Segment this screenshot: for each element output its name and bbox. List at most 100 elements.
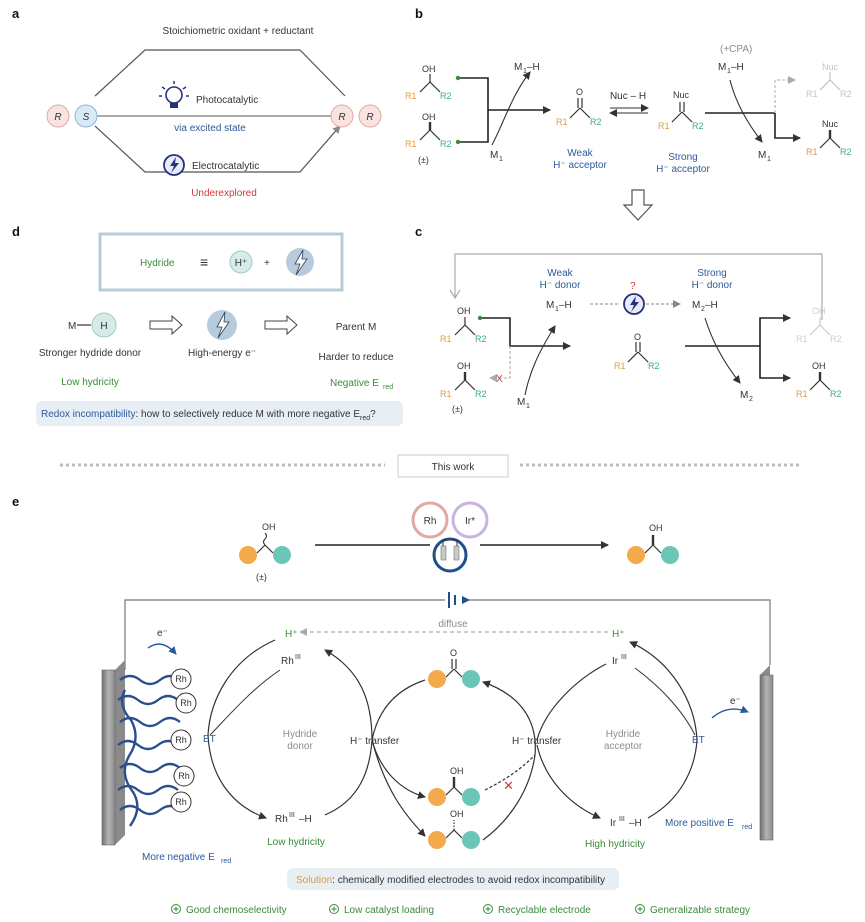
ir3-sup: III xyxy=(621,654,627,661)
enantiomer-s-start xyxy=(74,104,98,128)
ir-accept-lower xyxy=(536,744,601,819)
dot-marker xyxy=(477,315,483,321)
electrocatalytic-path xyxy=(94,125,341,173)
m1-curve-arrow xyxy=(524,325,556,396)
negative-e-label: Negative E xyxy=(330,378,379,389)
enantiomer-r-end-1-label: R xyxy=(338,112,345,123)
r2-label: R2 xyxy=(830,389,842,399)
ir3h-sup: III xyxy=(619,816,625,823)
low-hydricity-label: Low hydricity xyxy=(267,837,325,848)
oh-label: OH xyxy=(422,112,436,122)
ir-oxidation-lower xyxy=(647,739,698,819)
alcohol-top-c: OH R1 R2 xyxy=(440,306,487,344)
enantioenriched-product: OH xyxy=(627,523,679,564)
nuc-h-label: Nuc – H xyxy=(610,91,646,102)
battery-icon xyxy=(448,592,470,608)
catalyst-cycle-rh: Rh xyxy=(411,501,449,539)
orange-substituent xyxy=(627,546,645,564)
m2h-tail: –H xyxy=(705,300,718,311)
h-label: H xyxy=(100,321,107,332)
ir-accept-upper xyxy=(536,663,607,741)
rh3h-label: Rh xyxy=(275,814,288,825)
reduction-to-upper-alcohol xyxy=(371,739,426,799)
electron-right-label: e⁻ xyxy=(730,696,741,707)
blocked-x-mark: X xyxy=(496,374,503,385)
feature-item: Generalizable strategy xyxy=(635,904,750,916)
o-label: O xyxy=(450,648,457,658)
redox-incompatibility-text: Redox incompatibility: how to selectivel… xyxy=(41,409,376,422)
panel-label-c: c xyxy=(415,224,422,239)
r2-label: R2 xyxy=(440,139,452,149)
path-down-arrow xyxy=(759,346,791,382)
center-alcohol-upper: OH xyxy=(428,766,480,806)
hplus-label: H⁺ xyxy=(235,258,248,269)
m1-sub: 1 xyxy=(526,403,530,410)
hydride-acceptor-label-1: Hydride xyxy=(606,729,641,740)
oh-label: OH xyxy=(457,306,471,316)
redox-rest: : how to selectively reduce M with more … xyxy=(136,409,361,420)
redox-key: Redox incompatibility xyxy=(41,409,136,420)
racemic-label: (±) xyxy=(256,572,267,582)
panel-label-d: d xyxy=(12,224,20,239)
electron-bolt-icon xyxy=(286,248,314,276)
feature-item: Low catalyst loading xyxy=(329,904,434,916)
right-electrode xyxy=(759,665,774,841)
recycle-arrowhead xyxy=(449,289,461,300)
electron-flow-left-arrow xyxy=(147,643,177,655)
product-alcohol: OH R1 R2 xyxy=(796,361,842,399)
hydride-acceptor-label-2: acceptor xyxy=(604,741,643,752)
o-label: O xyxy=(634,332,641,342)
hydride-h-icon xyxy=(91,312,117,338)
center-alcohol-lower: OH xyxy=(428,809,480,849)
weak-label: Weak xyxy=(567,148,593,159)
feature-item: Recyclable electrode xyxy=(483,904,591,916)
cpa-label: (+CPA) xyxy=(720,44,752,55)
polymer-chains xyxy=(117,674,181,827)
left-electrode xyxy=(101,660,125,846)
recycle-line xyxy=(454,253,823,320)
hydride-donor-label-2: donor xyxy=(287,741,313,752)
m2h-sub: 2 xyxy=(701,306,705,313)
alcohol-bottom-c: OH R1 R2 (±) xyxy=(440,361,487,414)
lightbulb-icon xyxy=(159,81,189,108)
path-up-arrow xyxy=(759,314,791,346)
rh-cycle-upper-left xyxy=(207,639,276,736)
strong-donor-label: Strong xyxy=(697,268,726,279)
ketone-to-left xyxy=(371,679,426,741)
feature-label: Generalizable strategy xyxy=(650,905,750,916)
panel-label-b: b xyxy=(415,6,423,21)
nuc-faded-label: Nuc xyxy=(822,62,839,72)
feature-label: Low catalyst loading xyxy=(344,905,434,916)
bracket-left xyxy=(458,77,489,143)
ir3h-label: Ir xyxy=(610,818,617,829)
photocatalytic-label: Photocatalytic xyxy=(196,95,258,106)
enantiomer-r-end-1 xyxy=(330,104,354,128)
racemic-label: (±) xyxy=(452,404,463,414)
lightning-bolt-icon xyxy=(623,293,645,315)
dot-marker xyxy=(455,139,461,145)
strong-label: Strong xyxy=(668,152,697,163)
h-acceptor-label: H⁻ acceptor xyxy=(656,164,710,175)
m1h-label: M xyxy=(718,62,726,73)
enantiomer-r-end-2-label: R xyxy=(366,112,373,123)
rh-hydride-return xyxy=(324,739,373,816)
more-negative-label: More negative E xyxy=(142,852,215,863)
r2-label: R2 xyxy=(830,334,842,344)
r1-label: R1 xyxy=(440,334,452,344)
oh-label: OH xyxy=(422,64,436,74)
o-label: O xyxy=(576,87,583,97)
rh3-sup: III xyxy=(295,654,301,661)
ir-label: Ir* xyxy=(465,516,475,527)
blocked-x-mark: ✕ xyxy=(503,778,514,793)
m2-label: M xyxy=(740,390,748,401)
minor-path-arrow xyxy=(774,76,796,113)
negative-e-sub: red xyxy=(383,384,393,391)
plus-circle-icon xyxy=(635,904,645,914)
solution-key: Solution xyxy=(296,875,332,886)
ketone: O R1 R2 xyxy=(556,87,602,127)
oxidation-arrow xyxy=(480,317,571,350)
racemic-label: (±) xyxy=(418,155,429,165)
alcohol-top: OH R1 R2 xyxy=(405,64,452,101)
r2-label: R2 xyxy=(590,117,602,127)
